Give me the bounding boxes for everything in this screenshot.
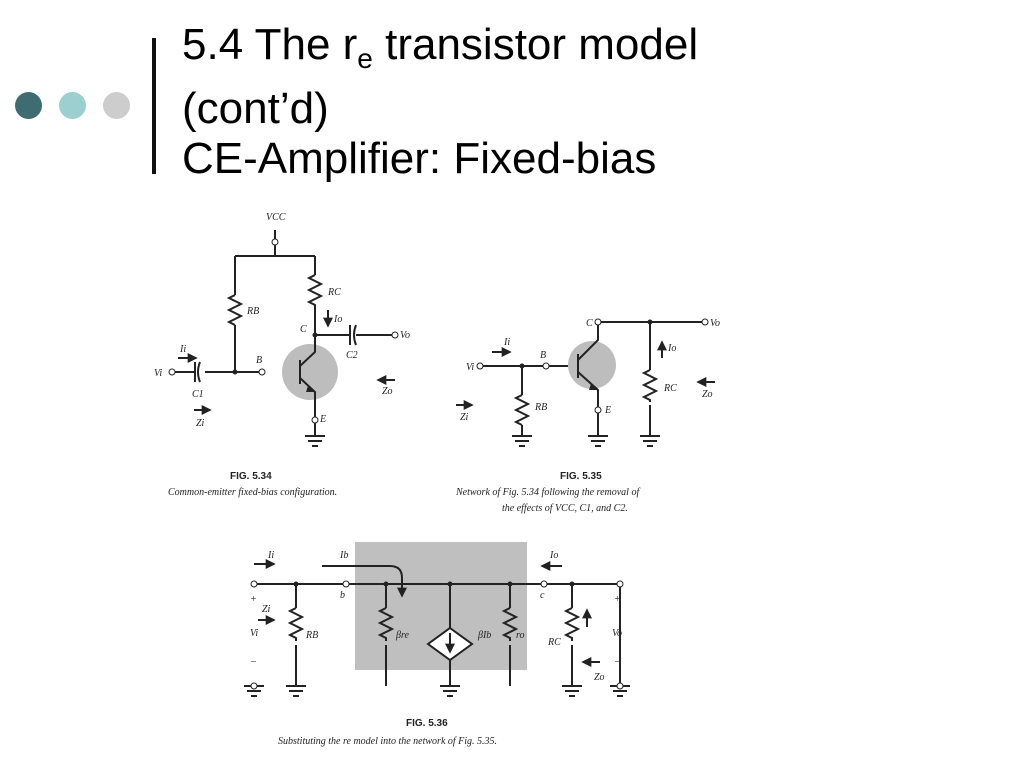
fig34-c2-label: C2 — [346, 350, 358, 361]
fig34-zi-label: Zi — [196, 418, 205, 429]
fig36-plus-right: + — [614, 594, 621, 605]
fig35-vo-label: Vo — [710, 318, 720, 329]
fig36-zo-label: Zo — [594, 672, 605, 683]
fig-5-35: C B E RB RC Ii Io Vi Vo Zi Zo FIG. 5.35 … — [455, 318, 720, 514]
circuit-figures: VCC RB RC C B E C1 C2 Ii Io Vi Vo Zi Zo … — [154, 212, 720, 747]
title-line-1: 5.4 The re transistor model — [182, 20, 699, 74]
fig35-zi-label: Zi — [460, 412, 469, 423]
fig36-rb-label: RB — [305, 630, 318, 641]
fig36-ii-label: Ii — [267, 550, 274, 561]
fig36-ro-label: ro — [516, 630, 525, 641]
fig34-ii-label: Ii — [179, 344, 186, 355]
fig35-e-label: E — [604, 405, 611, 416]
slide-title: 5.4 The re transistor model (cont’d) CE-… — [182, 20, 1002, 184]
fig34-transistor-body — [282, 344, 338, 400]
fig34-caption: Common-emitter fixed-bias configuration. — [168, 487, 337, 498]
dot-light — [103, 92, 130, 119]
fig35-transistor-body — [568, 341, 616, 389]
fig36-bre-label: βre — [395, 630, 410, 641]
fig34-c-label: C — [300, 324, 307, 335]
fig35-caption-line2: the effects of VCC, C1, and C2. — [502, 503, 628, 514]
fig34-vo-label: Vo — [400, 330, 410, 341]
fig34-rc-label: RC — [327, 287, 341, 298]
fig35-number: FIG. 5.35 — [560, 471, 602, 482]
fig36-plus-left: + — [250, 594, 257, 605]
fig-5-34: VCC RB RC C B E C1 C2 Ii Io Vi Vo Zi Zo … — [154, 212, 410, 498]
fig35-zo-label: Zo — [702, 389, 713, 400]
fig36-c-label: c — [540, 590, 545, 601]
fig34-rb-label: RB — [246, 306, 259, 317]
fig36-number: FIG. 5.36 — [406, 718, 448, 729]
fig35-rb-label: RB — [534, 402, 547, 413]
fig35-c-label: C — [586, 318, 593, 329]
fig36-minus-right: – — [614, 656, 621, 667]
fig35-caption-line1: Network of Fig. 5.34 following the remov… — [455, 487, 640, 498]
fig34-io-label: Io — [333, 314, 342, 325]
fig-5-36: Ii Ib Io b c Zi Zo Vi Vo RB βre βIb ro R… — [244, 542, 630, 747]
fig35-ii-label: Ii — [503, 337, 510, 348]
dot-dark — [15, 92, 42, 119]
title-subscript: e — [357, 43, 373, 74]
fig36-io-label: Io — [549, 550, 558, 561]
fig35-b-label: B — [540, 350, 546, 361]
fig36-b-label: b — [340, 590, 345, 601]
fig34-b-label: B — [256, 355, 262, 366]
fig36-minus-left: – — [250, 656, 257, 667]
title-line-3: CE-Amplifier: Fixed-bias — [182, 134, 657, 183]
fig36-caption: Substituting the re model into the netwo… — [278, 736, 497, 747]
fig34-zo-label: Zo — [382, 386, 393, 397]
fig36-vo-label: Vo — [612, 628, 622, 639]
title-divider — [152, 38, 156, 174]
fig34-vi-label: Vi — [154, 368, 162, 379]
title-line-2: (cont’d) — [182, 84, 329, 133]
dot-mid — [59, 92, 86, 119]
fig36-ib-label: Ib — [339, 550, 348, 561]
fig34-vcc-label: VCC — [266, 212, 286, 223]
fig34-number: FIG. 5.34 — [230, 471, 272, 482]
fig35-rc-label: RC — [663, 383, 677, 394]
fig36-vi-label: Vi — [250, 628, 258, 639]
fig35-vi-label: Vi — [466, 362, 474, 373]
fig36-bib-label: βIb — [477, 630, 491, 641]
fig34-c1-label: C1 — [192, 389, 204, 400]
decorative-dots — [15, 92, 135, 122]
fig34-e-label: E — [319, 414, 326, 425]
fig35-io-label: Io — [667, 343, 676, 354]
fig36-rc-label: RC — [547, 637, 561, 648]
fig36-zi-label: Zi — [262, 604, 271, 615]
